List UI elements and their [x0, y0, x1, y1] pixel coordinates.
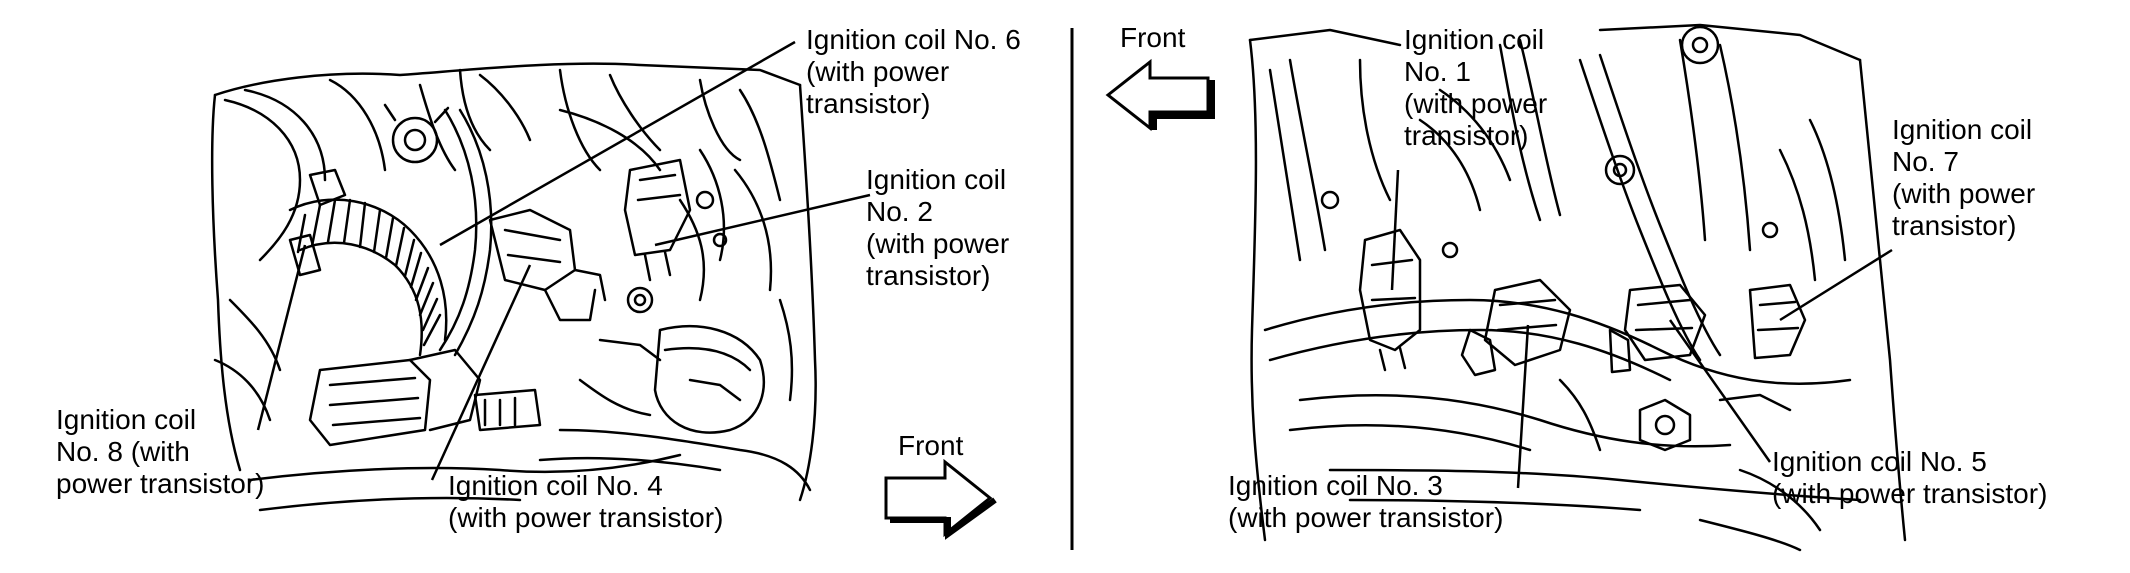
front-label-left: Front [898, 430, 964, 461]
front-arrow-left-icon [1105, 58, 1215, 132]
right-leader-lines [1390, 169, 1893, 489]
front-label-right: Front [1120, 22, 1186, 53]
front-arrow-right-icon [884, 458, 997, 540]
callout-ignition-coil-1: Ignition coil No. 1 (with power transist… [1404, 24, 1548, 151]
callout-ignition-coil-5: Ignition coil No. 5 (with power transist… [1772, 446, 2048, 509]
callout-ignition-coil-6: Ignition coil No. 6 (with power transist… [806, 24, 1021, 119]
callout-ignition-coil-3: Ignition coil No. 3 (with power transist… [1228, 470, 1504, 533]
callout-ignition-coil-8: Ignition coil No. 8 (with power transist… [56, 404, 265, 499]
left-engine-illustration [210, 62, 817, 512]
right-engine-illustration [1248, 23, 1907, 552]
left-leader-lines [256, 40, 871, 481]
callout-ignition-coil-7: Ignition coil No. 7 (with power transist… [1892, 114, 2036, 241]
callout-ignition-coil-4: Ignition coil No. 4 (with power transist… [448, 470, 724, 533]
callout-ignition-coil-2: Ignition coil No. 2 (with power transist… [866, 164, 1010, 291]
